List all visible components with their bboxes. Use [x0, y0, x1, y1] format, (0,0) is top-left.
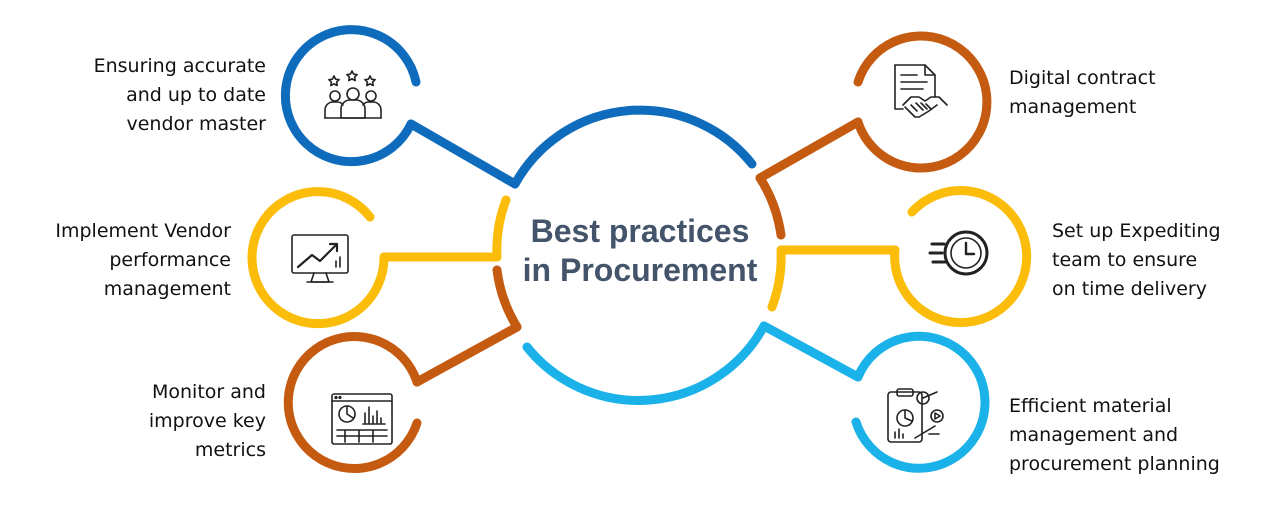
planning-clipboard-icon	[887, 388, 944, 443]
center-arc-left	[492, 195, 511, 262]
growth-chart-monitor-icon	[291, 234, 349, 283]
center-title: Best practices in Procurement	[510, 212, 770, 290]
ring-material-planning	[851, 331, 990, 473]
rated-team-icon	[324, 70, 382, 119]
label-key-metrics: Monitor and improve key metrics	[148, 381, 266, 461]
dashboard-icon	[331, 393, 393, 445]
center-arc-top	[510, 105, 757, 189]
contract-handshake-icon	[894, 64, 948, 118]
center-arc-bottom	[522, 321, 769, 405]
ring-vendor-master	[280, 25, 421, 167]
ring-expediting	[890, 186, 1032, 328]
label-vendor-performance: Implement Vendor performance management	[55, 220, 231, 300]
ring-key-metrics	[283, 332, 422, 473]
fast-clock-icon	[928, 230, 989, 276]
center-arc-right	[767, 245, 786, 312]
ring-digital-contract	[853, 31, 992, 173]
connector-digital-contract	[755, 117, 863, 183]
connector-vendor-master	[406, 119, 520, 189]
connector-key-metrics	[412, 322, 522, 387]
connector-material-planning	[759, 321, 863, 382]
center-title-line-1: Best practices	[530, 213, 750, 249]
label-expediting: Set up Expediting team to ensure on time…	[1052, 220, 1221, 300]
label-digital-contract: Digital contract management	[1009, 67, 1156, 118]
label-vendor-master: Ensuring accurate and up to date vendor …	[93, 55, 266, 135]
center-title-line-2: in Procurement	[522, 252, 758, 288]
label-material-planning: Efficient material management and procur…	[1009, 395, 1220, 475]
ring-vendor-performance	[247, 187, 389, 329]
